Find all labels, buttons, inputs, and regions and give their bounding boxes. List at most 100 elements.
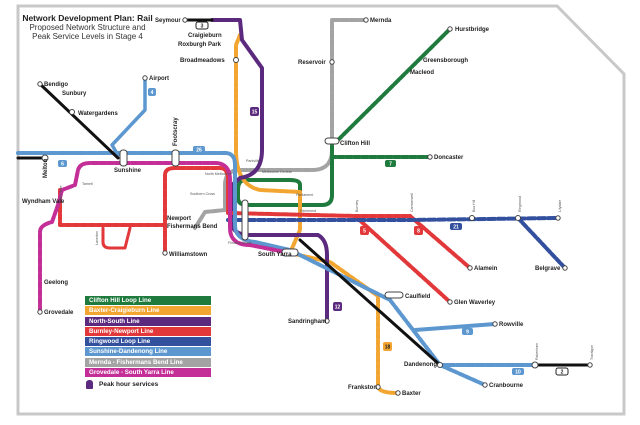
station-traralgon[interactable]: Traralgon	[590, 345, 594, 360]
station-markers	[37, 17, 593, 396]
station-newport[interactable]: Newport	[167, 216, 191, 222]
line-belgrave-branch[interactable]	[516, 216, 567, 270]
station-watergardens[interactable]: Watergardens	[78, 111, 118, 117]
station-airport[interactable]: Airport	[149, 76, 169, 82]
badge-sandringham: 12	[333, 302, 342, 311]
station-sunbury[interactable]: Sunbury	[62, 91, 87, 97]
line-gippsland-regional[interactable]	[298, 238, 592, 367]
station-rowville[interactable]: Rowville	[499, 322, 524, 328]
station-wyndham-vale[interactable]: Wyndham Vale	[22, 199, 65, 205]
line-cranbourne-branch[interactable]	[438, 363, 487, 387]
station-werribee[interactable]: Werribee	[59, 185, 63, 200]
legend-mernda-fishermans-bend: Mernda - Fishermans Bend Line	[85, 357, 211, 367]
station-melbourne-central[interactable]: Melbourne Central	[262, 170, 292, 174]
station-frankston[interactable]: Frankston	[348, 385, 377, 391]
line-clifton-hill-city-loop[interactable]	[236, 155, 334, 207]
peak-hour-icon	[86, 380, 93, 389]
station-roxburgh-park[interactable]: Roxburgh Park	[178, 42, 222, 48]
station-pakenham[interactable]: Pakenham	[535, 343, 539, 360]
station-sunshine[interactable]: Sunshine	[114, 168, 142, 174]
station-laverton[interactable]: Laverton	[95, 231, 99, 245]
station-caulfield[interactable]: Caulfield	[405, 294, 431, 300]
legend-sunshine-dandenong: Sunshine-Dandenong Line	[85, 347, 211, 357]
station-richmond[interactable]: Richmond	[300, 209, 316, 213]
station-ringwood[interactable]: Ringwood	[518, 196, 522, 212]
legend-baxter-craigieburn: Baxter-Craigieburn Line	[85, 306, 211, 316]
station-williamstown[interactable]: Williamstown	[169, 252, 208, 258]
map-title-block: Network Development Plan: Rail Proposed …	[20, 13, 155, 42]
station-melton[interactable]: Melton	[43, 158, 49, 178]
station-dandenong[interactable]: Dandenong	[404, 362, 437, 368]
station-belgrave[interactable]: Belgrave	[535, 266, 561, 272]
station-baxter[interactable]: Baxter	[402, 391, 421, 397]
peak-hour-label: Peak hour services	[99, 381, 159, 388]
badge-doncaster: 7	[385, 160, 396, 168]
station-footscray[interactable]: Footscray	[173, 117, 179, 146]
station-burnley[interactable]: Burnley	[355, 200, 359, 212]
line-glen-waverley-branch[interactable]	[353, 214, 452, 304]
svg-text:21: 21	[453, 225, 459, 231]
station-mernda[interactable]: Mernda	[370, 18, 392, 24]
badge-airport: 4	[148, 88, 156, 96]
station-bendigo[interactable]: Bendigo	[44, 82, 68, 88]
station-greensborough[interactable]: Greensborough	[423, 58, 468, 64]
svg-text:8: 8	[417, 229, 420, 235]
line-alamein-branch[interactable]	[408, 214, 472, 270]
station-south-yarra[interactable]: South Yarra	[258, 252, 292, 258]
station-glen-waverley[interactable]: Glen Waverley	[454, 300, 496, 306]
line-baxter-craigieburn[interactable]	[234, 33, 400, 395]
map-subtitle-2: Peak Service Levels in Stage 4	[32, 32, 143, 41]
line-north-south[interactable]	[210, 18, 329, 323]
station-grovedale[interactable]: Grovedale	[44, 310, 74, 316]
station-macleod[interactable]: Macleod	[410, 70, 434, 76]
station-fishermans-bend[interactable]: Fishermans Bend	[167, 224, 218, 230]
badge-sunshine: 26	[193, 146, 205, 154]
station-hurstbridge[interactable]: Hurstbridge	[455, 27, 490, 33]
badge-ringwood: 21	[450, 223, 462, 231]
station-doncaster[interactable]: Doncaster	[434, 155, 464, 161]
station-broadmeadows[interactable]: Broadmeadows	[180, 58, 225, 64]
badge-burnley: 5	[360, 226, 369, 235]
peak-hour-legend: Peak hour services	[86, 380, 158, 389]
station-reservoir[interactable]: Reservoir	[298, 60, 326, 66]
svg-text:5: 5	[363, 229, 366, 235]
station-parliament[interactable]: Parliament	[296, 193, 313, 197]
badge-camberwell: 8	[414, 226, 423, 235]
station-parkville[interactable]: Parkville	[246, 159, 260, 163]
station-clifton-hill[interactable]: Clifton Hill	[340, 141, 370, 147]
map-title: Network Development Plan: Rail	[22, 13, 153, 23]
badge-pakenham: 10	[512, 368, 524, 376]
station-box-hill[interactable]: Box Hill	[472, 200, 476, 212]
legend-grovedale-south-yarra: Grovedale - South Yarra Line	[85, 368, 211, 378]
svg-text:12: 12	[335, 305, 341, 311]
map-subtitle-1: Proposed Network Structure and	[29, 23, 146, 32]
station-craigieburn[interactable]: Craigieburn	[188, 33, 222, 39]
line-ringwood-loop[interactable]	[226, 216, 560, 222]
station-tarneit[interactable]: Tarneit	[82, 182, 93, 186]
badge-rowville: 9	[462, 328, 473, 336]
svg-text:26: 26	[196, 148, 202, 154]
station-camberwell[interactable]: Camberwell	[410, 193, 414, 212]
line-laverton-loop[interactable]	[101, 226, 132, 250]
line-bendigo-regional[interactable]	[38, 82, 120, 160]
station-cranbourne[interactable]: Cranbourne	[489, 383, 524, 389]
line-grovedale-south-yarra[interactable]	[38, 161, 292, 314]
station-north-melbourne[interactable]: North Melbourne	[205, 172, 232, 176]
svg-text:18: 18	[385, 345, 391, 351]
station-alamein[interactable]: Alamein	[474, 266, 498, 272]
station-lilydale[interactable]: Lilydale	[558, 200, 562, 212]
badge-melton: 6	[58, 160, 67, 168]
line-burnley-newport[interactable]	[163, 166, 412, 255]
badge-traralgon: 2	[555, 367, 569, 376]
svg-text:2: 2	[561, 370, 564, 376]
line-airport-branch[interactable]	[110, 76, 147, 157]
station-seymour[interactable]: Seymour	[155, 18, 181, 24]
station-southern-cross[interactable]: Southern Cross	[190, 192, 215, 196]
line-rowville-branch[interactable]	[413, 322, 497, 332]
line-sunshine-dandenong[interactable]	[16, 151, 537, 367]
station-geelong[interactable]: Geelong	[44, 280, 68, 286]
badge-frankston: 18	[383, 342, 392, 351]
svg-text:4: 4	[151, 90, 154, 96]
station-sandringham[interactable]: Sandringham	[288, 319, 326, 325]
station-flinders-street[interactable]: Flinders Street	[228, 241, 251, 245]
